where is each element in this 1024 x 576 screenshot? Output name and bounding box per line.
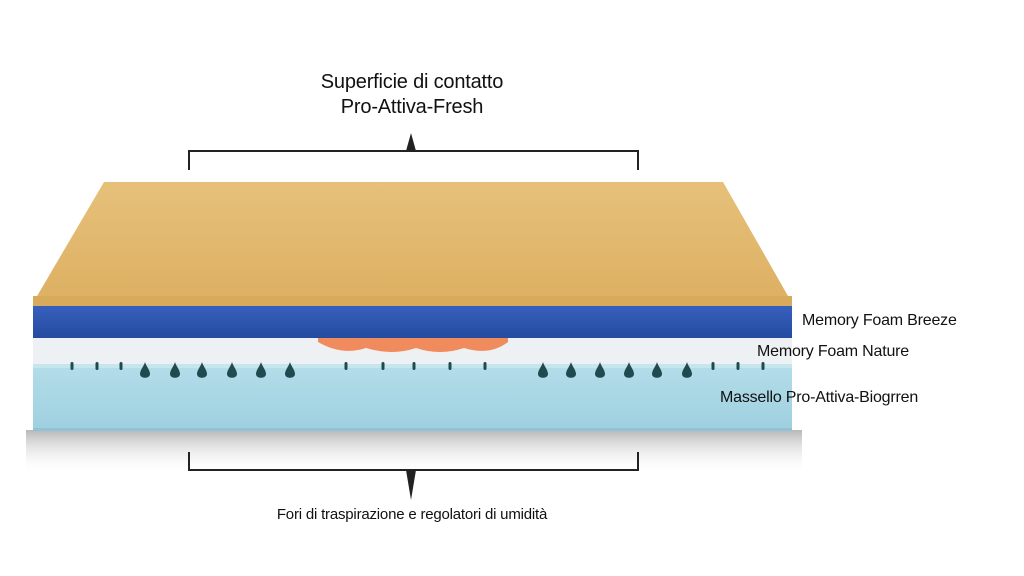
- top-callout-line-2: Pro-Attiva-Fresh: [340, 96, 484, 118]
- ventilation-hole-large: [227, 362, 237, 378]
- ventilation-hole-large: [285, 362, 295, 378]
- ventilation-hole-small: [344, 362, 348, 370]
- ventilation-hole-small: [761, 362, 765, 370]
- ventilation-hole-large: [256, 362, 266, 378]
- ventilation-hole-large: [170, 362, 180, 378]
- label-memory-foam-nature: Memory Foam Nature: [757, 343, 909, 360]
- ventilation-hole-small: [448, 362, 452, 370]
- ventilation-hole-large: [538, 362, 548, 378]
- ventilation-hole-large: [566, 362, 576, 378]
- ventilation-hole-small: [95, 362, 99, 370]
- ventilation-hole-small: [412, 362, 416, 370]
- label-massello: Massello Pro-Attiva-Biogrren: [720, 389, 919, 406]
- label-memory-foam-breeze: Memory Foam Breeze: [802, 312, 957, 329]
- ventilation-hole-small: [736, 362, 740, 370]
- ventilation-hole-small: [70, 362, 74, 370]
- ventilation-hole-large: [652, 362, 662, 378]
- ventilation-hole-large: [595, 362, 605, 378]
- ventilation-hole-large: [624, 362, 634, 378]
- ventilation-hole-large: [197, 362, 207, 378]
- top-callout-line-1: Superficie di contatto: [320, 71, 504, 93]
- bottom-bracket-pointer: [406, 470, 416, 500]
- top-surface-edge: [33, 296, 792, 306]
- orange-insert: [318, 338, 508, 352]
- ventilation-hole-small: [119, 362, 123, 370]
- ventilation-holes: [70, 362, 765, 378]
- ventilation-hole-large: [140, 362, 150, 378]
- ventilation-hole-small: [381, 362, 385, 370]
- massello-bottom-edge: [33, 428, 792, 431]
- massello-layer: [33, 364, 792, 431]
- ventilation-hole-large: [682, 362, 692, 378]
- breeze-layer: [33, 306, 792, 338]
- ventilation-hole-small: [711, 362, 715, 370]
- bottom-callout-text: Fori di traspirazione e regolatori di um…: [276, 506, 548, 523]
- mattress-shadow: [26, 430, 802, 474]
- top-surface-layer: [33, 182, 792, 303]
- top-bracket-pointer: [406, 133, 416, 151]
- ventilation-hole-small: [483, 362, 487, 370]
- top-bracket: [188, 150, 639, 170]
